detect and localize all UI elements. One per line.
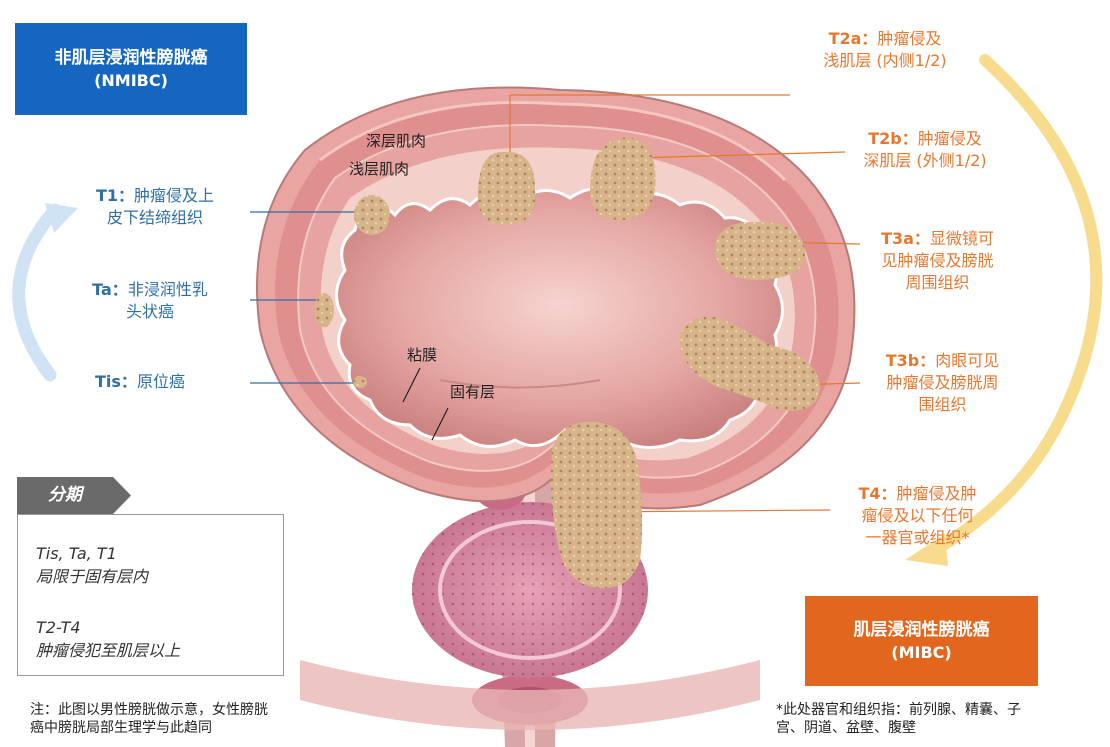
label-mucosa: 粘膜 [407,344,437,366]
label-superficial-muscle: 浅层肌肉 [349,158,409,180]
label-t4-line1: 肿瘤侵及肿 [897,484,977,503]
label-t3b: T3b：肉眼可见 肿瘤侵及膀胱周 围组织 [845,350,1040,416]
label-t4-code: T4： [858,484,896,503]
label-t1: T1：肿瘤侵及上 皮下结缔组织 [60,185,250,229]
note-right-line2: 宫、阴道、盆壁、腹壁 [776,719,1021,737]
staging-header-label: 分期 [17,477,113,514]
nmibc-title: 非肌层浸润性膀胱癌 [55,46,208,70]
tumor-tis [353,376,367,388]
label-t4: T4：肿瘤侵及肿 瘤侵及以下任何 一器官或组织* [820,483,1015,549]
label-ta-line2: 头状癌 [55,301,245,323]
label-t3a-line1: 显微镜可 [930,229,994,248]
nmibc-abbr: (NMIBC) [94,70,168,92]
tumor-t1 [354,195,390,235]
staging-panel: Tis, Ta, T1 局限于固有层内 T2-T4 肿瘤侵犯至肌层以上 [17,514,284,676]
label-t3a-code: T3a： [881,229,930,248]
label-t3b-line3: 围组织 [845,394,1040,416]
label-t1-line2: 皮下结缔组织 [60,207,250,229]
staging-header: 分期 [17,477,131,514]
label-t1-code: T1： [96,186,134,205]
label-deep-muscle: 深层肌肉 [366,130,426,152]
tumor-ta [314,293,334,327]
note-left-line2: 癌中膀胱局部生理学与此趋同 [30,719,268,737]
label-t3b-line2: 肿瘤侵及膀胱周 [845,372,1040,394]
label-ta: Ta：非浸润性乳 头状癌 [55,279,245,323]
note-left: 注：此图以男性膀胱做示意，女性膀胱 癌中膀胱局部生理学与此趋同 [30,701,268,737]
label-t2a-line2: 浅肌层 (内侧1/2) [790,50,980,72]
label-lamina-propria: 固有层 [450,381,495,403]
label-t2b-line1: 肿瘤侵及 [918,129,982,148]
staging-group1-stages: Tis, Ta, T1 [36,543,117,564]
label-t2b-code: T2b： [868,129,918,148]
label-t2a: T2a：肿瘤侵及 浅肌层 (内侧1/2) [790,28,980,72]
label-tis-line1: 原位癌 [137,372,185,391]
tumor-t3a [715,222,805,280]
nmibc-box: 非肌层浸润性膀胱癌 (NMIBC) [15,23,247,115]
staging-group2-desc: 肿瘤侵犯至肌层以上 [36,640,180,661]
tumor-t4 [551,422,642,588]
label-t3a: T3a：显微镜可 见肿瘤侵及膀胱 周围组织 [840,228,1035,294]
label-t3b-line1: 肉眼可见 [935,351,999,370]
label-t3b-code: T3b： [886,351,936,370]
label-t2a-line1: 肿瘤侵及 [877,29,941,48]
left-curved-arrow [19,210,55,375]
mibc-title: 肌层浸润性膀胱癌 [854,618,990,642]
note-right: *此处器官和组织指：前列腺、精囊、子 宫、阴道、盆壁、腹壁 [776,701,1021,737]
label-t4-line3: 一器官或组织* [820,527,1015,549]
label-t3a-line3: 周围组织 [840,272,1035,294]
label-tis-code: Tis： [95,372,137,391]
tumor-t2a [478,152,536,225]
label-tis: Tis：原位癌 [95,371,255,393]
label-t3a-line2: 见肿瘤侵及膀胱 [840,250,1035,272]
note-right-line1: *此处器官和组织指：前列腺、精囊、子 [776,701,1021,719]
staging-group1-desc: 局限于固有层内 [36,566,148,587]
label-ta-line1: 非浸润性乳 [128,280,208,299]
label-t2b-line2: 深肌层 (外侧1/2) [830,150,1020,172]
label-t1-line1: 肿瘤侵及上 [134,186,214,205]
label-t2a-code: T2a： [829,29,878,48]
note-left-line1: 注：此图以男性膀胱做示意，女性膀胱 [30,701,268,719]
mibc-box: 肌层浸润性膀胱癌 (MIBC) [805,596,1038,686]
label-t2b: T2b：肿瘤侵及 深肌层 (外侧1/2) [830,128,1020,172]
staging-group2-stages: T2-T4 [36,617,81,638]
label-t4-line2: 瘤侵及以下任何 [820,505,1015,527]
mibc-abbr: (MIBC) [891,642,951,664]
label-ta-code: Ta： [92,280,128,299]
